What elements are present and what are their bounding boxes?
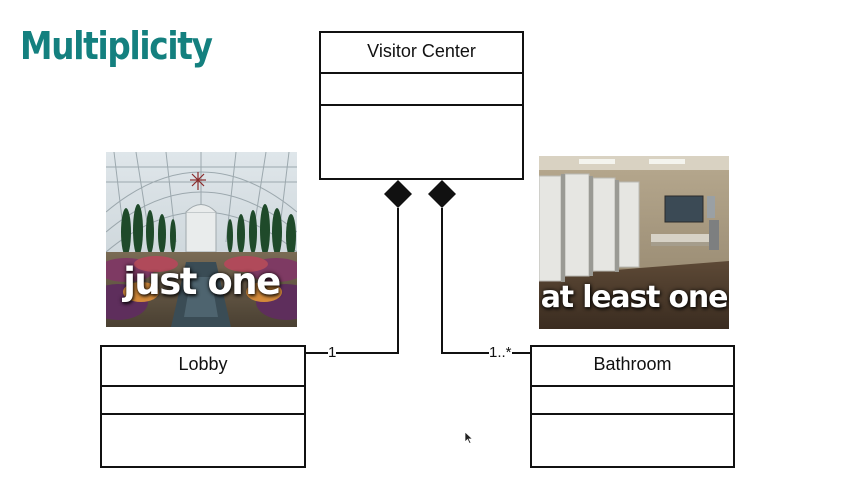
visitor-center-class: Visitor Center — [319, 31, 524, 180]
bathroom-photo: at least one — [539, 156, 729, 329]
bathroom-multiplicity: 1..* — [489, 344, 512, 361]
bathroom-composition-diamond — [428, 180, 456, 208]
visitor-center-attributes — [321, 74, 522, 106]
bathroom-association-line — [441, 208, 530, 354]
visitor-center-class-name: Visitor Center — [321, 33, 522, 74]
lobby-multiplicity: 1 — [328, 344, 337, 361]
conservatory-image — [106, 152, 297, 327]
bathroom-class-name: Bathroom — [532, 347, 733, 387]
slide-title: Multiplicity — [20, 24, 213, 68]
lobby-attributes — [102, 387, 304, 415]
bathroom-class: Bathroom — [530, 345, 735, 468]
lobby-photo-caption: just one — [123, 260, 281, 303]
lobby-class-name: Lobby — [102, 347, 304, 387]
lobby-photo: just one — [106, 152, 297, 327]
lobby-class: Lobby — [100, 345, 306, 468]
restroom-image — [539, 156, 729, 329]
lobby-association-line — [306, 208, 399, 354]
bathroom-attributes — [532, 387, 733, 415]
mouse-cursor-icon — [464, 431, 474, 444]
lobby-composition-diamond — [384, 180, 412, 208]
bathroom-photo-caption: at least one — [540, 280, 729, 315]
